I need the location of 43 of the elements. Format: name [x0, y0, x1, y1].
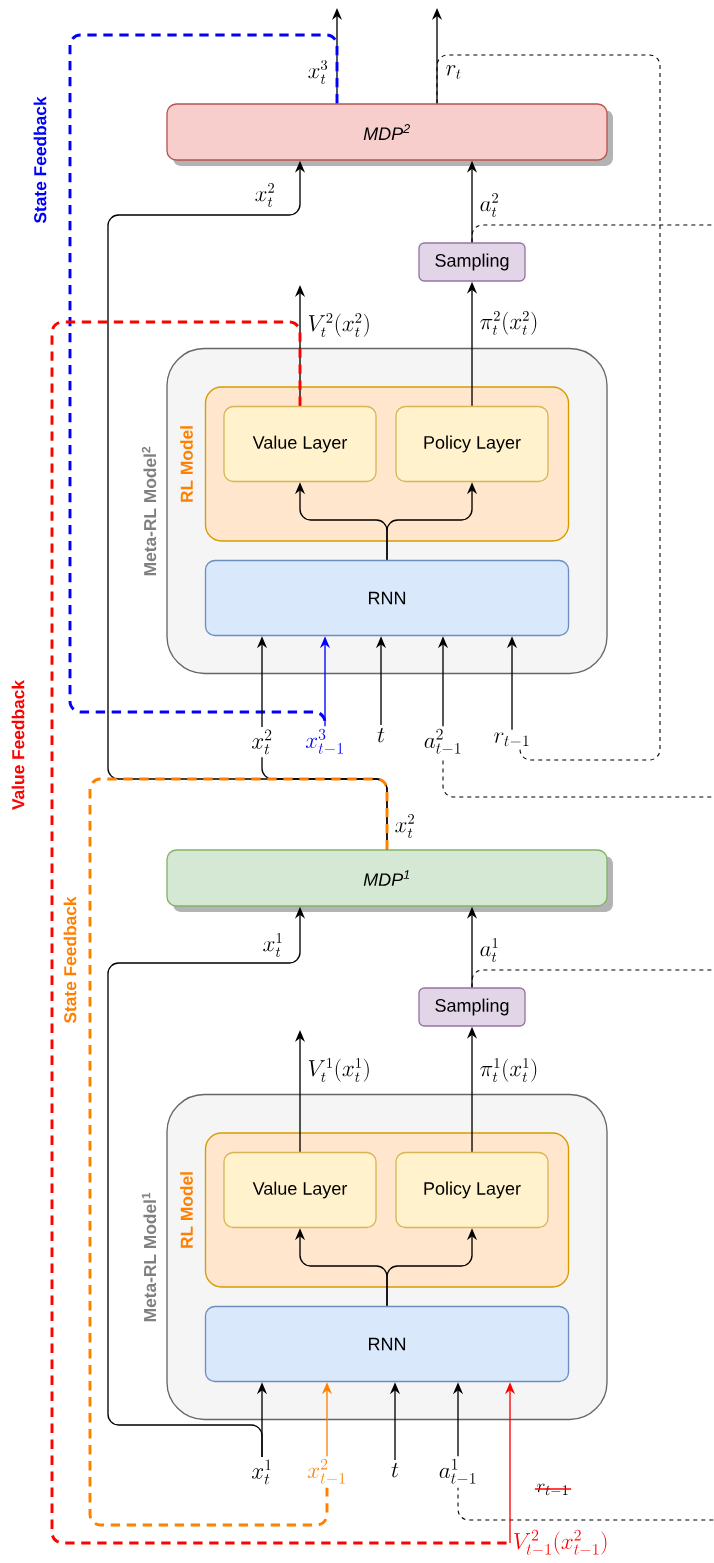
dashed-connector [88, 777, 389, 1527]
dashed-connector [442, 224, 714, 798]
dashed-connector [457, 969, 714, 1521]
variable-label: $x_{t-1}^3$ [305, 728, 343, 754]
edge-label: $a_t^2$ [480, 192, 498, 217]
layer-box: Policy Layer [395, 405, 549, 483]
edge-label: $r_t$ [446, 65, 461, 79]
variable-label: $r_{t-1}$ [494, 732, 529, 747]
edge-label: $\pi_t^1(x_t^1)$ [480, 1057, 537, 1082]
variable-label: $V_{t-1}^2(x_{t-1}^2)$ [514, 1529, 607, 1555]
feedback-label: State Feedback [63, 896, 77, 1024]
variable-label: $x_{t-1}^2$ [307, 1458, 345, 1484]
edge-label: $x_t^2$ [395, 813, 414, 838]
node-label: Meta-RL Model$^{1}$ [141, 1192, 157, 1322]
edge-label: $x_t^2$ [255, 182, 274, 207]
process-box: MDP$^{2}$ [166, 103, 613, 166]
node-label: Meta-RL Model$^{2}$ [141, 446, 157, 576]
feedback-label: Value Feedback [11, 679, 25, 810]
sampling-box: Sampling [418, 987, 526, 1027]
variable-label: $x_t^1$ [252, 1459, 271, 1485]
edge-label: $\pi_t^2(x_t^2)$ [480, 310, 537, 335]
sampling-box: Sampling [418, 242, 526, 282]
node-label: RL Model [180, 1172, 193, 1248]
feedback-label: State Feedback [33, 96, 47, 224]
variable-label: $a_{t-1}^2$ [424, 728, 461, 754]
layer-box: Value Layer [223, 1151, 377, 1229]
process-box: MDP$^{1}$ [166, 849, 613, 912]
layer-box: Value Layer [223, 405, 377, 483]
edge-label: $a_t^1$ [480, 937, 498, 962]
rnn-box: RNN [204, 1305, 570, 1383]
variable-label: $x_t^2$ [252, 729, 272, 755]
variable-label: $t$ [377, 727, 385, 743]
variable-label: $a_{t-1}^1$ [439, 1458, 476, 1484]
edge-label: $x_t^1$ [263, 932, 282, 957]
variable-label: $t$ [391, 1462, 399, 1478]
rnn-box: RNN [204, 559, 570, 637]
dashed-connector [436, 54, 661, 761]
edge-label: $x_t^3$ [308, 59, 328, 84]
layer-box: Policy Layer [395, 1151, 549, 1229]
node-label: RL Model [180, 426, 193, 502]
edge-label: $V_t^2(x_t^2)$ [308, 312, 369, 337]
dashed-connector [50, 320, 510, 1545]
edge-label: $V_t^1(x_t^1)$ [308, 1057, 369, 1082]
